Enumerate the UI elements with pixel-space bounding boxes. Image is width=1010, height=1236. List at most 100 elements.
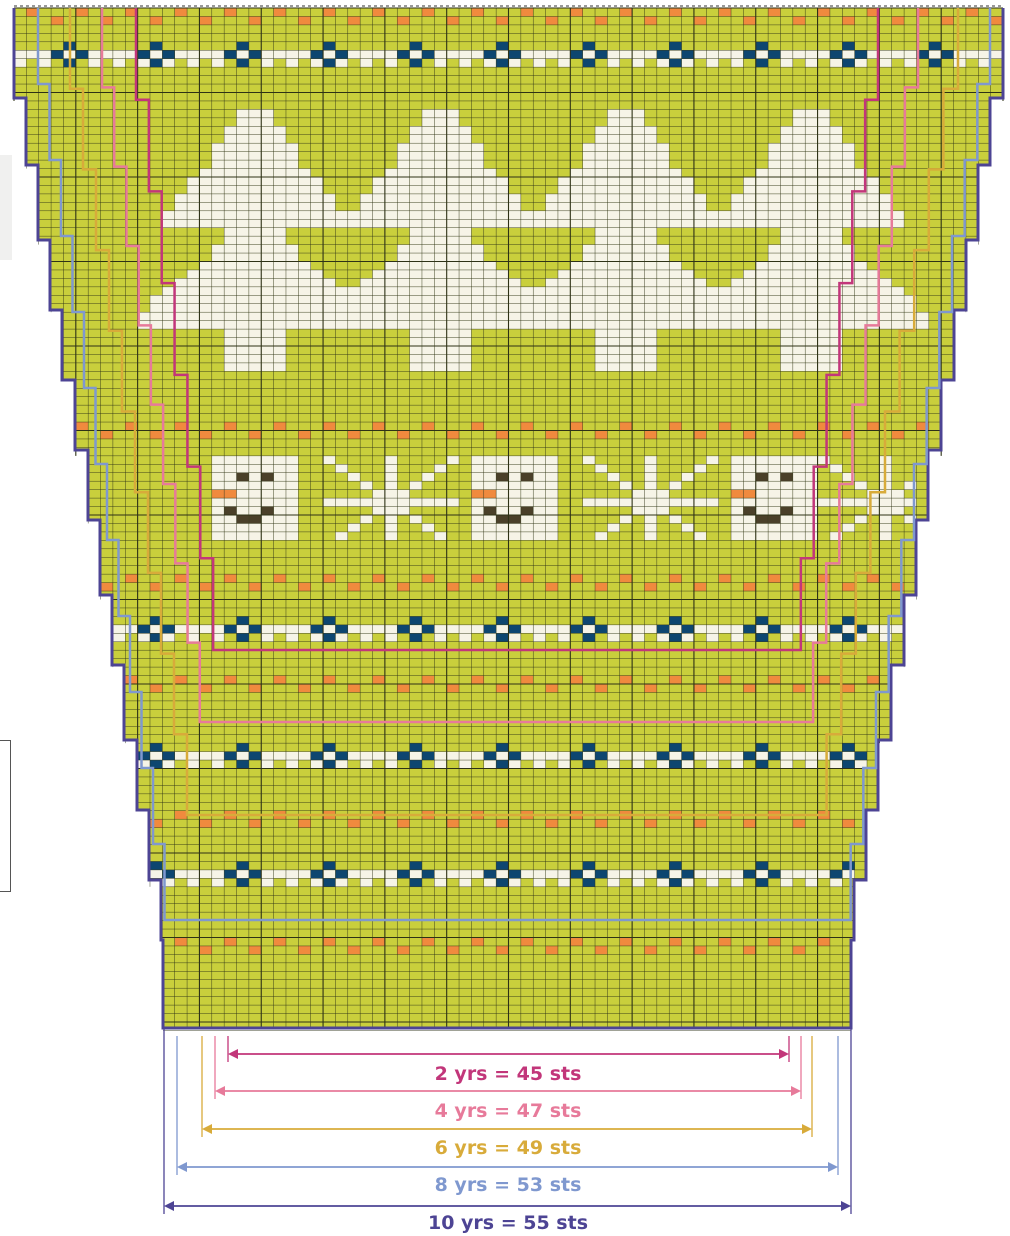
tree-stitch xyxy=(756,202,768,210)
tree-stitch xyxy=(422,143,434,151)
tree-stitch xyxy=(583,177,595,185)
white-stitch xyxy=(434,59,446,67)
star-stitch xyxy=(818,456,830,464)
white-stitch xyxy=(793,870,805,878)
tree-stitch xyxy=(768,321,780,329)
white-stitch xyxy=(607,752,619,760)
tree-stitch xyxy=(212,152,224,160)
tree-stitch xyxy=(583,253,595,261)
tree-stitch xyxy=(348,304,360,312)
orange-stitch xyxy=(620,8,632,16)
tree-stitch xyxy=(237,253,249,261)
tree-stitch xyxy=(719,321,731,329)
snowman-stitch xyxy=(793,498,805,506)
navy-stitch xyxy=(756,861,768,869)
tree-stitch xyxy=(644,262,656,270)
tree-stitch xyxy=(422,202,434,210)
snowman-stitch xyxy=(249,456,261,464)
tree-stitch xyxy=(780,152,792,160)
tree-stitch xyxy=(607,270,619,278)
tree-stitch xyxy=(422,126,434,134)
white-stitch xyxy=(459,760,471,768)
snowman-stitch xyxy=(274,507,286,515)
tree-stitch xyxy=(620,253,632,261)
tree-stitch xyxy=(694,194,706,202)
snowman-stitch xyxy=(274,523,286,531)
white-stitch xyxy=(385,870,397,878)
tree-stitch xyxy=(756,262,768,270)
tree-stitch xyxy=(768,253,780,261)
snowman-stitch xyxy=(496,532,508,540)
tree-stitch xyxy=(385,321,397,329)
orange-stitch xyxy=(546,583,558,591)
white-stitch xyxy=(496,50,508,58)
orange-stitch xyxy=(397,583,409,591)
tree-stitch xyxy=(583,295,595,303)
navy-stitch xyxy=(855,50,867,58)
tree-stitch xyxy=(410,270,422,278)
tree-stitch xyxy=(274,177,286,185)
tree-stitch xyxy=(805,118,817,126)
star-stitch xyxy=(644,523,656,531)
tree-stitch xyxy=(620,287,632,295)
tree-stitch xyxy=(706,295,718,303)
navy-stitch xyxy=(496,861,508,869)
tree-stitch xyxy=(224,152,236,160)
tree-stitch xyxy=(570,194,582,202)
snowman-stitch xyxy=(768,490,780,498)
tree-stitch xyxy=(570,312,582,320)
orange-stitch xyxy=(644,684,656,692)
tree-stitch xyxy=(632,143,644,151)
tree-stitch xyxy=(632,169,644,177)
tree-stitch xyxy=(447,219,459,227)
star-stitch xyxy=(385,481,397,489)
tree-stitch xyxy=(496,177,508,185)
orange-stitch xyxy=(793,16,805,24)
tree-stitch xyxy=(249,338,261,346)
navy-stitch xyxy=(422,752,434,760)
tree-stitch xyxy=(644,346,656,354)
tree-stitch xyxy=(199,312,211,320)
tree-stitch xyxy=(607,202,619,210)
tree-stitch xyxy=(224,219,236,227)
tree-stitch xyxy=(805,245,817,253)
navy-stitch xyxy=(570,752,582,760)
snowman-stitch xyxy=(274,498,286,506)
tree-stitch xyxy=(224,295,236,303)
white-stitch xyxy=(187,59,199,67)
tree-stitch xyxy=(595,135,607,143)
tree-stitch xyxy=(644,169,656,177)
tree-stitch xyxy=(199,262,211,270)
star-stitch xyxy=(335,498,347,506)
tree-stitch xyxy=(632,295,644,303)
tree-stitch xyxy=(261,278,273,286)
snowman-stitch xyxy=(743,532,755,540)
tree-stitch xyxy=(261,245,273,253)
tree-stitch xyxy=(422,278,434,286)
snowman-stitch xyxy=(756,481,768,489)
tree-stitch xyxy=(644,270,656,278)
tree-stitch xyxy=(397,287,409,295)
tree-stitch xyxy=(669,304,681,312)
orange-stitch xyxy=(76,8,88,16)
tree-stitch xyxy=(261,228,273,236)
snowman-stitch xyxy=(805,456,817,464)
tree-stitch xyxy=(459,321,471,329)
tree-stitch xyxy=(459,126,471,134)
tree-stitch xyxy=(410,287,422,295)
tree-stitch xyxy=(818,338,830,346)
tree-stitch xyxy=(459,185,471,193)
tree-stitch xyxy=(385,219,397,227)
tree-stitch xyxy=(521,304,533,312)
tree-stitch xyxy=(447,262,459,270)
tree-stitch xyxy=(682,270,694,278)
snowman-stitch xyxy=(484,464,496,472)
snowman-stitch xyxy=(286,456,298,464)
tree-stitch xyxy=(422,338,434,346)
navy-stitch xyxy=(509,870,521,878)
tree-stitch xyxy=(719,295,731,303)
tree-stitch xyxy=(212,194,224,202)
tree-stitch xyxy=(768,152,780,160)
tree-stitch xyxy=(830,152,842,160)
orange-stitch xyxy=(595,946,607,954)
